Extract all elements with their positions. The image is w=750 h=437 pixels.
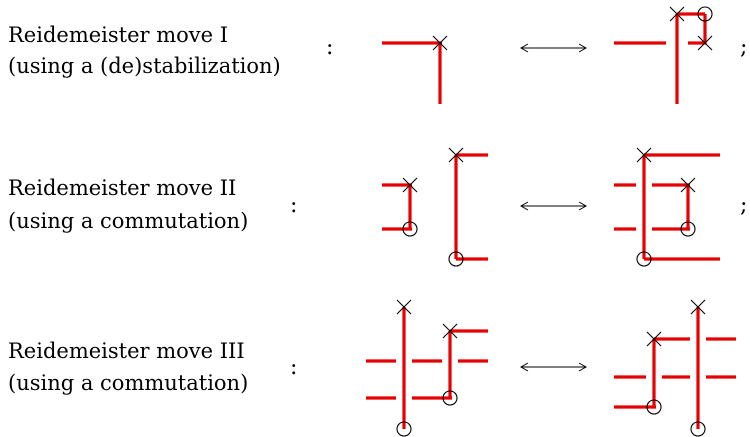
double-arrow-icon xyxy=(519,43,588,53)
o-marker-icon xyxy=(402,221,418,237)
row2-label-line2: (using a commutation) xyxy=(8,209,248,233)
x-marker-icon xyxy=(636,147,652,163)
x-marker-icon xyxy=(646,331,662,347)
o-marker-icon xyxy=(396,421,412,437)
row-reidemeister-2: Reidemeister move II (using a commutatio… xyxy=(8,147,747,267)
row3-label-line1: Reidemeister move III xyxy=(8,339,245,363)
o-marker-icon xyxy=(636,251,652,267)
row-reidemeister-3: Reidemeister move III (using a commutati… xyxy=(8,299,736,437)
row1-left-grid-diagram xyxy=(382,35,448,104)
x-marker-icon xyxy=(690,299,706,315)
o-marker-icon xyxy=(680,221,696,237)
x-marker-icon xyxy=(448,147,464,163)
double-arrow-icon xyxy=(519,362,588,372)
row2-left-grid-diagram xyxy=(382,147,488,267)
o-marker-icon xyxy=(448,251,464,267)
row1-colon: : xyxy=(326,35,333,60)
row3-label-line2: (using a commutation) xyxy=(8,371,248,395)
o-marker-icon xyxy=(646,399,662,415)
row2-terminator: ; xyxy=(740,193,747,218)
x-marker-icon xyxy=(396,299,412,315)
o-marker-icon xyxy=(697,6,713,22)
x-marker-icon xyxy=(402,177,418,193)
x-marker-icon xyxy=(432,35,448,51)
x-marker-icon xyxy=(442,323,458,339)
row3-right-grid-diagram xyxy=(614,299,736,437)
row1-label-line2: (using a (de)stabilization) xyxy=(8,54,281,78)
row3-colon: : xyxy=(290,355,297,380)
x-marker-icon xyxy=(680,177,696,193)
row1-terminator: ; xyxy=(740,35,747,60)
row1-label-line1: Reidemeister move I xyxy=(8,23,228,47)
o-marker-icon xyxy=(442,390,458,406)
x-marker-icon xyxy=(697,35,713,51)
row-reidemeister-1: Reidemeister move I (using a (de)stabili… xyxy=(8,6,747,104)
row2-label-line1: Reidemeister move II xyxy=(8,176,236,200)
row3-left-grid-diagram xyxy=(366,299,488,437)
double-arrow-icon xyxy=(519,201,588,211)
x-marker-icon xyxy=(669,6,685,22)
row2-colon: : xyxy=(290,193,297,218)
o-marker-icon xyxy=(690,421,706,437)
row1-right-grid-diagram xyxy=(614,6,713,104)
row2-right-grid-diagram xyxy=(614,147,720,267)
